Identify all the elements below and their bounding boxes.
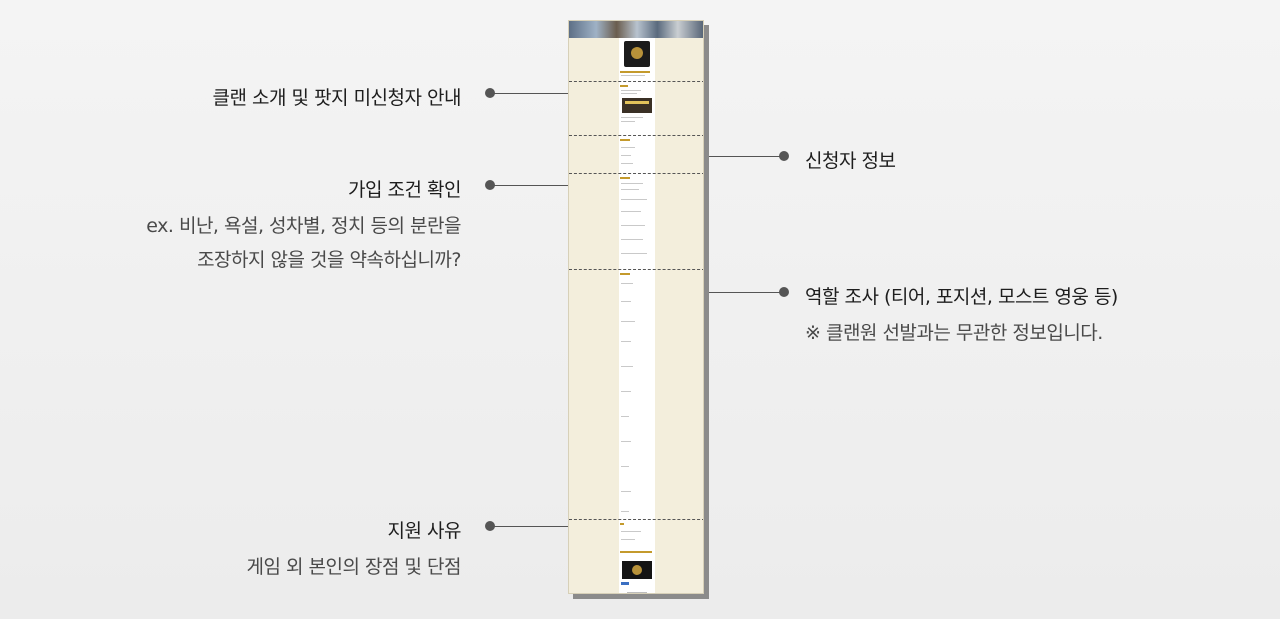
leader-line-role xyxy=(670,292,784,293)
section-header-bar xyxy=(620,551,652,553)
text-line xyxy=(621,90,641,91)
text-line xyxy=(621,183,643,184)
leader-line-intro xyxy=(490,93,605,94)
clan-banner-image xyxy=(569,21,703,38)
annotation-conditions-line2: 조장하지 않을 것을 약속하십니까? xyxy=(197,249,461,271)
form-thumbnail xyxy=(568,20,704,594)
text-line xyxy=(621,253,647,254)
notice-image xyxy=(622,98,652,113)
text-line xyxy=(621,163,633,164)
leader-dot xyxy=(779,287,789,297)
text-line xyxy=(621,199,647,200)
text-line xyxy=(621,283,633,284)
text-line xyxy=(621,225,645,226)
section-divider xyxy=(569,269,703,270)
section-header-bar xyxy=(620,85,628,87)
text-line xyxy=(621,321,635,322)
annotation-reason-title: 지원 사유 xyxy=(387,520,462,542)
text-line xyxy=(621,391,631,392)
section-divider xyxy=(569,519,703,520)
section-divider xyxy=(569,81,703,82)
section-header-bar xyxy=(620,139,630,141)
section-header-bar xyxy=(620,177,630,179)
section-header-bar xyxy=(620,273,630,275)
text-line xyxy=(621,416,629,417)
section-header-bar xyxy=(620,523,624,525)
section-divider xyxy=(569,135,703,136)
text-line xyxy=(621,341,631,342)
text-line xyxy=(621,491,631,492)
leader-dot xyxy=(485,88,495,98)
text-line xyxy=(621,147,635,148)
leader-dot xyxy=(779,151,789,161)
text-line xyxy=(621,93,637,94)
text-line xyxy=(621,539,635,540)
leader-line-applicant xyxy=(670,156,784,157)
footer-text-line xyxy=(627,592,647,593)
leader-dot xyxy=(485,521,495,531)
annotation-role-note: ※ 클랜원 선발과는 무관한 정보입니다. xyxy=(805,322,1103,344)
annotation-applicant: 신청자 정보 xyxy=(805,150,896,172)
footer-logo-icon xyxy=(622,561,652,579)
clan-logo-icon xyxy=(624,41,650,67)
text-line xyxy=(621,301,631,302)
section-divider xyxy=(569,173,703,174)
leader-line-reason xyxy=(490,526,605,527)
form-paper-section xyxy=(619,38,655,593)
leader-dot xyxy=(485,180,495,190)
text-line xyxy=(621,189,639,190)
section-header-bar xyxy=(620,71,650,73)
text-line xyxy=(621,75,645,76)
text-line xyxy=(621,117,643,118)
submit-button[interactable] xyxy=(621,582,629,585)
text-line xyxy=(621,441,631,442)
annotation-role-title: 역할 조사 (티어, 포지션, 모스트 영웅 등) xyxy=(805,286,1118,308)
text-line xyxy=(621,511,629,512)
text-line xyxy=(621,239,643,240)
text-line xyxy=(621,466,629,467)
text-line xyxy=(621,366,633,367)
text-line xyxy=(621,211,641,212)
annotation-reason-sub: 게임 외 본인의 장점 및 단점 xyxy=(246,556,462,578)
text-line xyxy=(621,121,635,122)
annotation-intro: 클랜 소개 및 팟지 미신청자 안내 xyxy=(212,87,462,109)
annotation-conditions-title: 가입 조건 확인 xyxy=(348,179,461,201)
leader-line-conditions xyxy=(490,185,605,186)
annotation-conditions-line1: ex. 비난, 욕설, 성차별, 정치 등의 분란을 xyxy=(146,215,461,237)
text-line xyxy=(621,531,641,532)
text-line xyxy=(621,155,631,156)
